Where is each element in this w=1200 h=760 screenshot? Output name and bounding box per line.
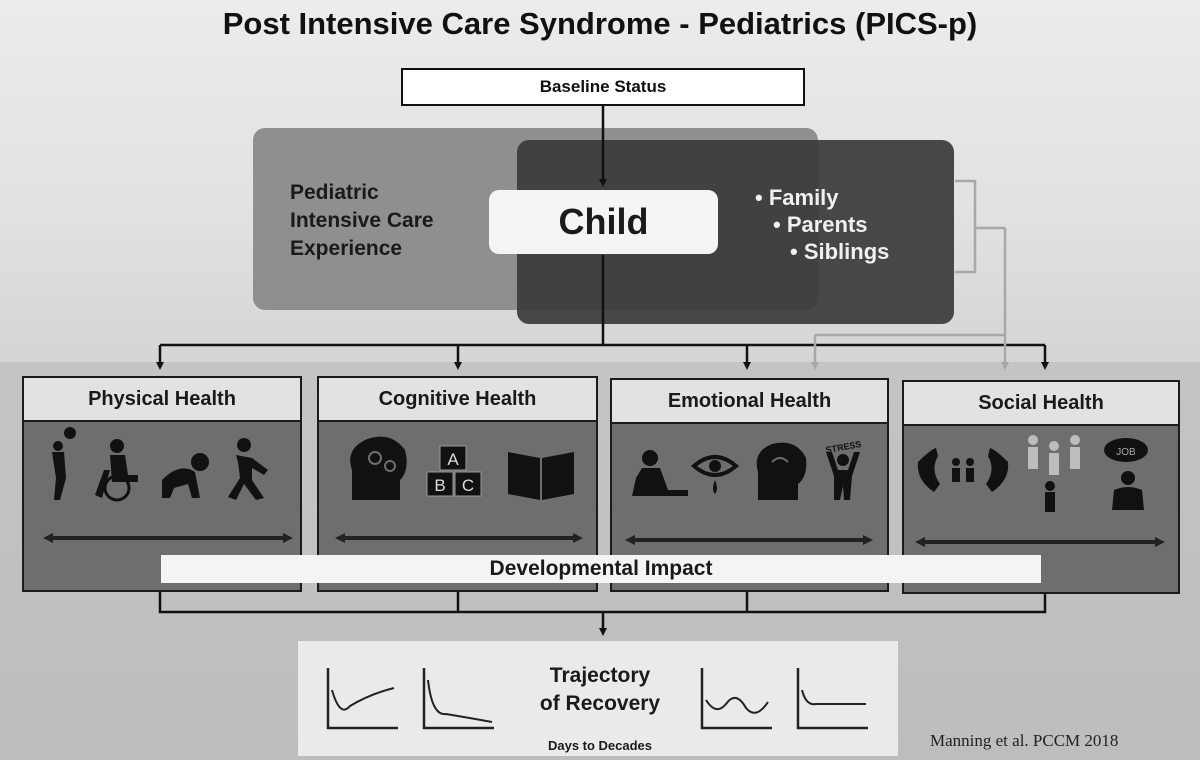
- picu-label-line3: Experience: [290, 237, 403, 260]
- group-with-isolated-person-icon: [1028, 435, 1080, 512]
- hands-holding-family-icon: [917, 448, 1009, 492]
- citation: Manning et al. PCCM 2018: [930, 731, 1119, 750]
- sad-sitting-person-icon: [632, 450, 688, 496]
- emotional-health-header: Emotional Health: [612, 380, 887, 424]
- block-letter-a: A: [447, 450, 459, 469]
- basketball-player-icon: [52, 427, 76, 500]
- parents-item: • Parents: [773, 212, 868, 237]
- family-bracket: [955, 179, 977, 274]
- crying-eye-icon: [690, 455, 740, 494]
- block-letter-b: B: [434, 476, 445, 495]
- family-item: • Family: [755, 185, 839, 210]
- social-health-header: Social Health: [904, 382, 1178, 426]
- page-title: Post Intensive Care Syndrome - Pediatric…: [222, 6, 978, 41]
- running-child-icon: [228, 438, 268, 500]
- picu-label-line1: Pediatric: [290, 181, 379, 204]
- days-to-decades-label: Days to Decades: [547, 738, 653, 753]
- brain-gears-icon: [350, 436, 407, 500]
- trajectory-graph-declining: [422, 668, 494, 730]
- abc-blocks-icon: A B C: [426, 445, 482, 497]
- crawling-baby-icon: [162, 453, 209, 498]
- block-letter-c: C: [462, 476, 474, 495]
- picu-label-line2: Intensive Care: [290, 209, 434, 232]
- open-book-icon: [508, 452, 574, 500]
- child-box: Child: [489, 190, 718, 254]
- siblings-item: • Siblings: [790, 239, 890, 264]
- trajectory-graph-flat: [796, 668, 868, 730]
- job-worry-person-icon: JOB: [1104, 438, 1148, 510]
- job-text: JOB: [1116, 447, 1136, 458]
- trajectory-line1: Trajectory: [549, 664, 651, 687]
- anxious-head-icon: [756, 442, 807, 500]
- cognitive-health-header: Cognitive Health: [319, 378, 596, 422]
- trajectory-graph-fluctuating: [700, 668, 772, 730]
- wheelchair-user-icon: [95, 439, 138, 502]
- baseline-status-box: Baseline Status: [401, 68, 805, 106]
- picu-experience-label: Pediatric Intensive Care Experience: [290, 179, 490, 263]
- trajectory-label: Trajectory of Recovery: [512, 662, 688, 718]
- physical-health-header: Physical Health: [24, 378, 300, 422]
- developmental-impact-bar: Developmental Impact: [161, 555, 1041, 583]
- trajectory-graph-improving: [326, 668, 398, 730]
- trajectory-line2: of Recovery: [539, 692, 661, 715]
